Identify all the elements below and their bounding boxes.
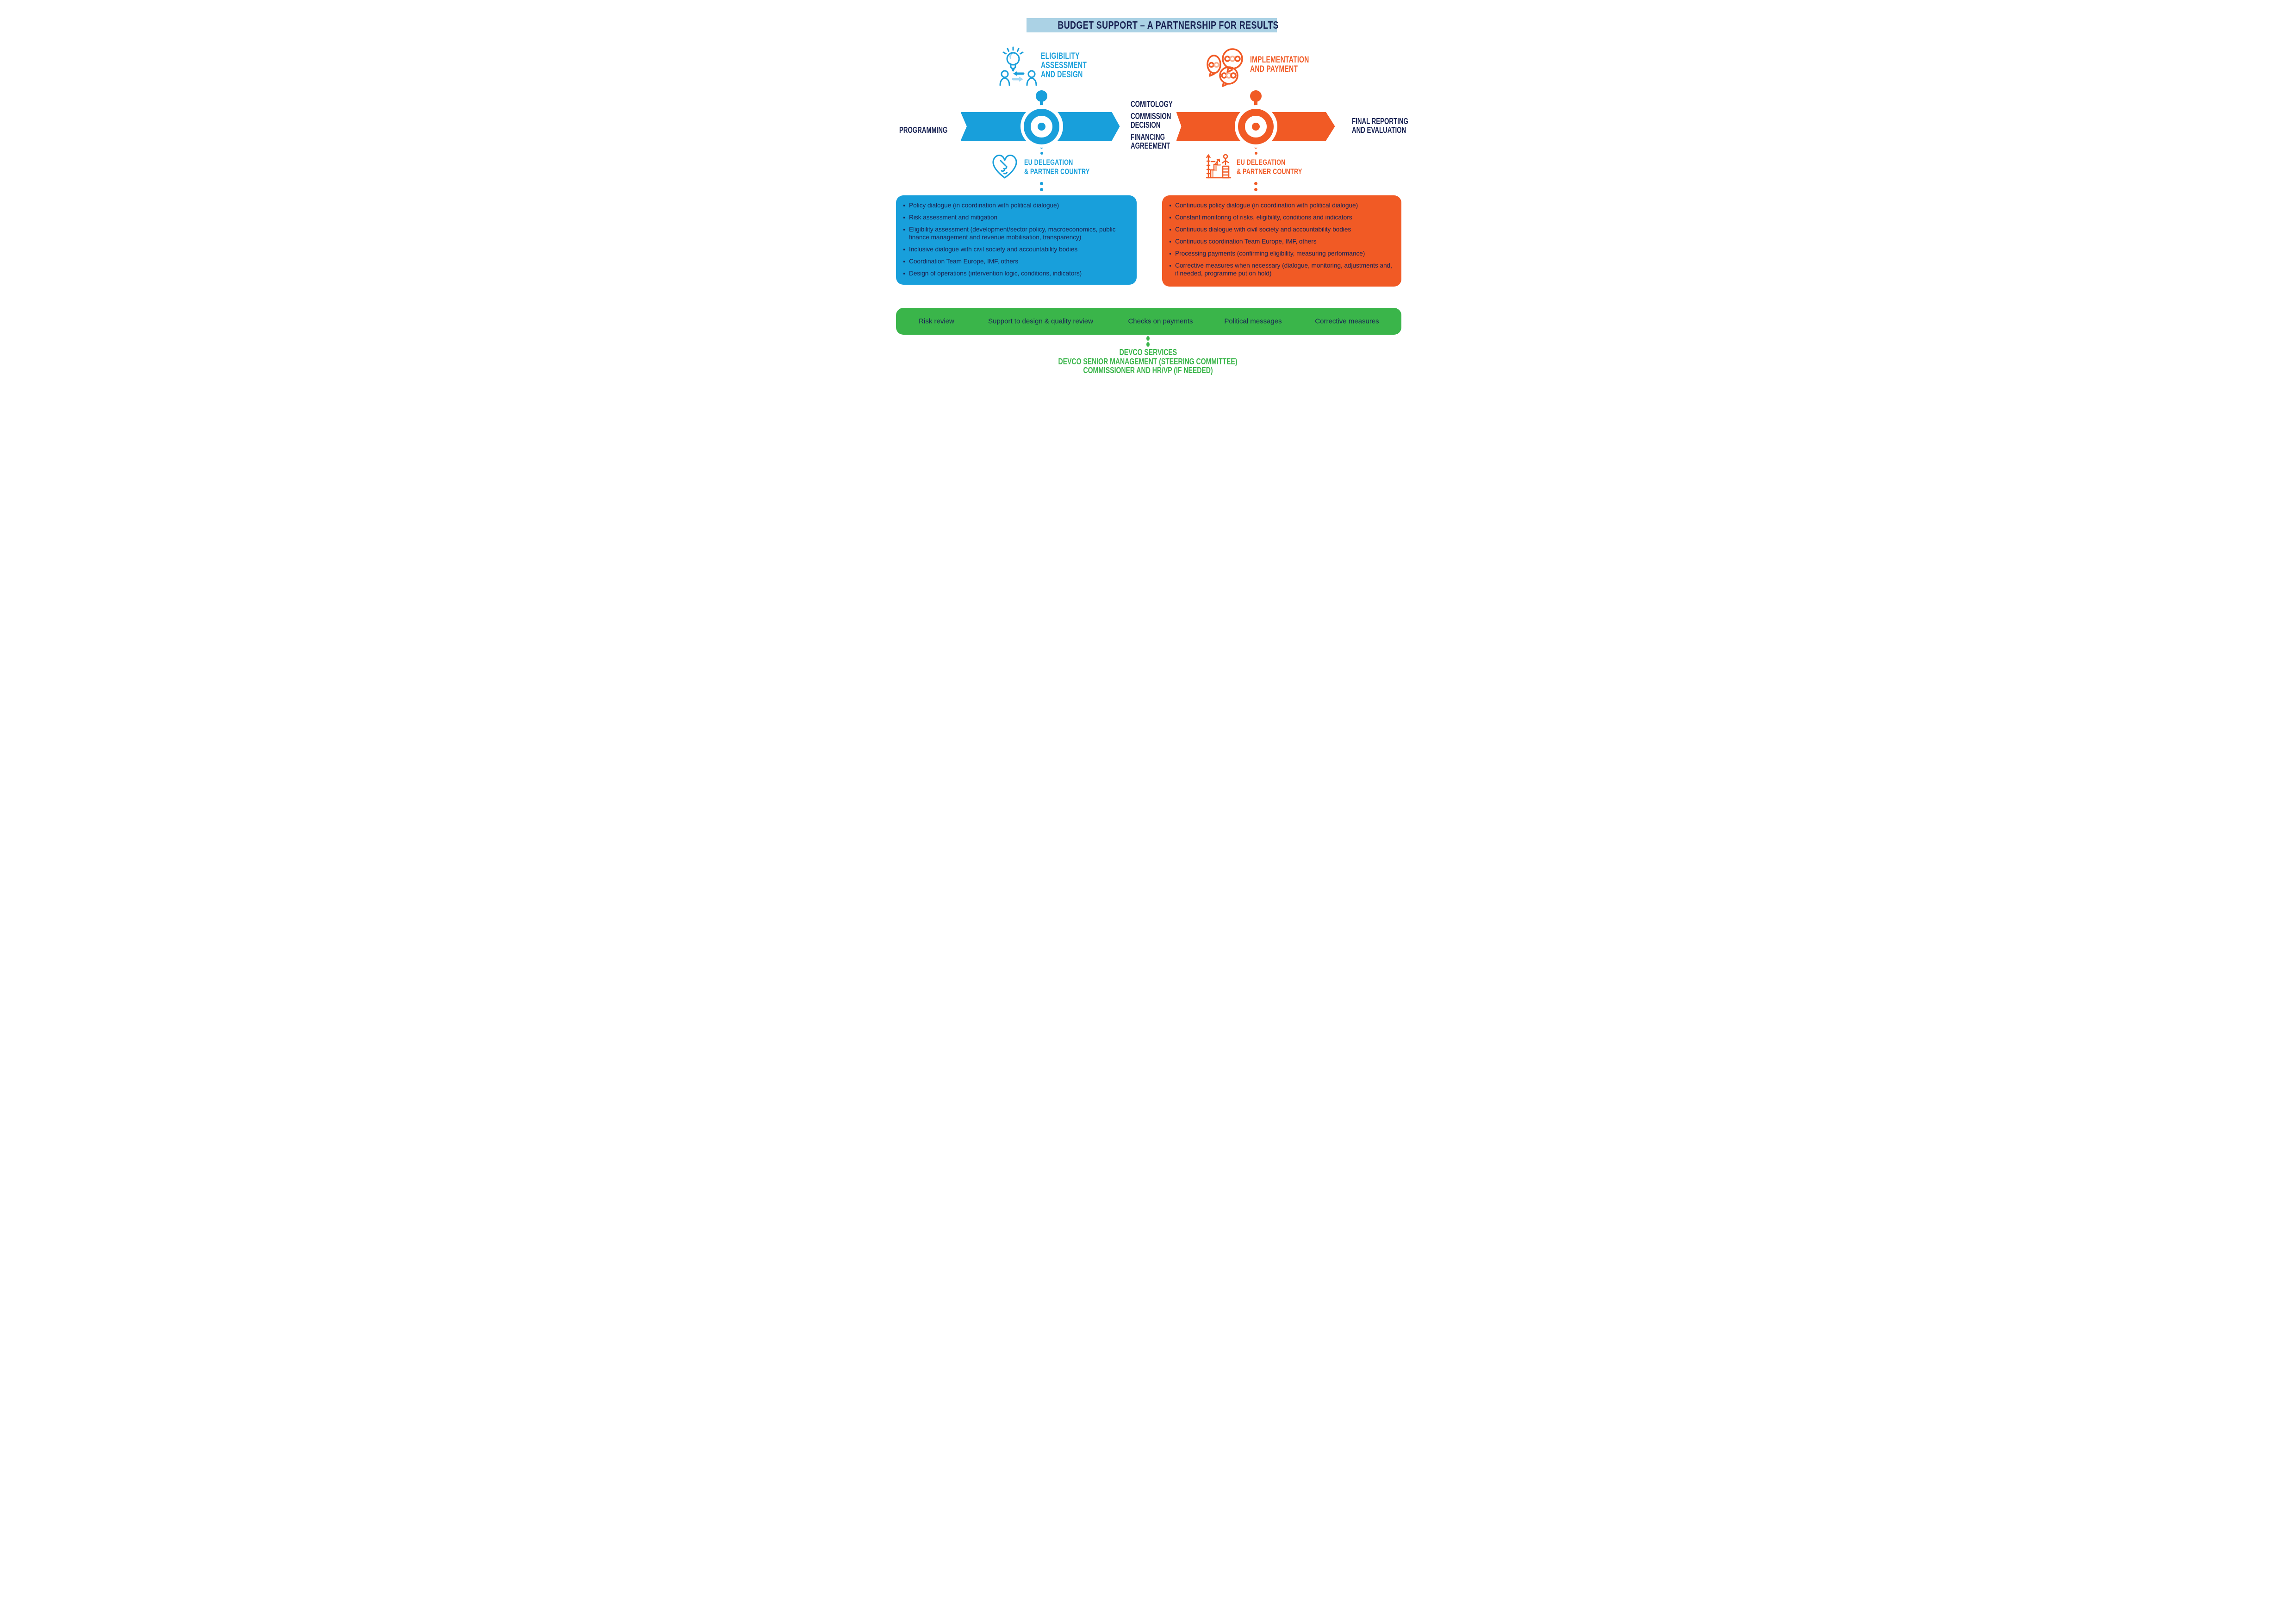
connector-dot <box>1040 188 1043 191</box>
connector-dot <box>1254 182 1257 185</box>
bullet-item: Continuous policy dialogue (in coordinat… <box>1168 201 1395 209</box>
phase1-actor-label: EU DELEGATION & PARTNER COUNTRY <box>1024 158 1089 176</box>
marker-center-dot <box>1038 123 1045 131</box>
speech-bubbles-icon <box>1206 48 1243 87</box>
bullet-item: Risk assessment and mitigation <box>902 213 1130 221</box>
bullet-dot <box>903 205 905 206</box>
phase1-heading-line3: AND DESIGN <box>1040 70 1083 80</box>
growth-chart-icon <box>1206 154 1231 179</box>
bullet-text: Continuous coordination Team Europe, IMF… <box>1175 238 1317 245</box>
bullet-dot <box>903 249 905 250</box>
connector-dot <box>1254 152 1257 155</box>
oversight-item-corrective-measures: Corrective measures <box>1315 317 1379 325</box>
title-banner: BUDGET SUPPORT – A PARTNERSHIP FOR RESUL… <box>1026 18 1279 32</box>
phase2-details-box: Continuous policy dialogue (in coordinat… <box>1162 195 1401 287</box>
bullet-dot <box>903 273 905 275</box>
bullet-dot <box>1169 253 1171 255</box>
bullet-item: Eligibility assessment (development/sect… <box>902 225 1130 241</box>
bullet-item: Policy dialogue (in coordination with po… <box>902 201 1130 209</box>
marker-head <box>1250 90 1262 102</box>
bullet-item: Continuous dialogue with civil society a… <box>1168 225 1395 233</box>
milestone-decision: DECISION <box>1130 120 1160 130</box>
oversight-bar: Risk review Support to design & quality … <box>896 308 1401 335</box>
phase1-heading: ELIGIBILITY ASSESSMENT AND DESIGN <box>1041 52 1103 80</box>
bullet-text: Constant monitoring of risks, eligibilit… <box>1175 214 1352 221</box>
phase2-heading-line1: IMPLEMENTATION <box>1250 55 1309 65</box>
bullet-text: Coordination Team Europe, IMF, others <box>909 258 1019 265</box>
footer-line2: DEVCO SENIOR MANAGEMENT (STEERING COMMIT… <box>1058 356 1238 366</box>
bullet-text: Continuous dialogue with civil society a… <box>1175 226 1351 233</box>
phase1-heading-line1: ELIGIBILITY <box>1040 51 1080 61</box>
connector-dot <box>1040 152 1043 155</box>
oversight-item-support-design: Support to design & quality review <box>988 317 1093 325</box>
phase1-target-marker <box>1020 90 1063 153</box>
bullet-text: Eligibility assessment (development/sect… <box>909 226 1116 241</box>
phase2-actor-label: EU DELEGATION & PARTNER COUNTRY <box>1236 158 1302 176</box>
footer-line1: DEVCO SERVICES <box>1119 348 1177 357</box>
milestone-comitology: COMITOLOGY <box>1130 100 1173 109</box>
bullet-text: Processing payments (confirming eligibil… <box>1175 250 1365 257</box>
bullet-item: Constant monitoring of risks, eligibilit… <box>1168 213 1395 221</box>
lightbulb-people-icon <box>999 46 1037 86</box>
page-title: BUDGET SUPPORT – A PARTNERSHIP FOR RESUL… <box>1057 19 1279 31</box>
bullet-text: Corrective measures when necessary (dial… <box>1175 262 1392 277</box>
final-reporting-label: FINAL REPORTING AND EVALUATION <box>1351 117 1408 135</box>
bullet-item: Design of operations (intervention logic… <box>902 269 1130 277</box>
milestones-label: COMITOLOGY COMMISSION DECISION FINANCING… <box>1131 100 1188 154</box>
bullet-dot <box>903 261 905 262</box>
bullet-text: Inclusive dialogue with civil society an… <box>909 246 1078 253</box>
bullet-dot <box>1169 265 1171 267</box>
marker-center-dot <box>1252 123 1260 131</box>
phase2-target-marker <box>1234 90 1277 153</box>
phase1-heading-line2: ASSESSMENT <box>1040 61 1087 70</box>
bullet-text: Policy dialogue (in coordination with po… <box>909 202 1059 209</box>
oversight-footer: DEVCO SERVICES DEVCO SENIOR MANAGEMENT (… <box>861 348 1435 375</box>
connector-dot <box>1254 188 1257 191</box>
phase2-heading-line2: AND PAYMENT <box>1250 64 1298 74</box>
bullet-item: Coordination Team Europe, IMF, others <box>902 257 1130 265</box>
bulb-glow-shape <box>1009 52 1014 60</box>
budget-support-infographic: BUDGET SUPPORT – A PARTNERSHIP FOR RESUL… <box>861 0 1435 406</box>
oversight-item-checks-payments: Checks on payments <box>1128 317 1193 325</box>
bullet-item: Corrective measures when necessary (dial… <box>1168 262 1395 277</box>
bullet-dot <box>1169 205 1171 206</box>
bullet-text: Design of operations (intervention logic… <box>909 270 1082 277</box>
bullet-text: Risk assessment and mitigation <box>909 214 998 221</box>
milestone-commission: COMMISSION <box>1130 112 1171 121</box>
bullet-item: Continuous coordination Team Europe, IMF… <box>1168 237 1395 245</box>
bullet-item: Inclusive dialogue with civil society an… <box>902 245 1130 253</box>
handshake-icon <box>992 155 1017 179</box>
marker-stem <box>1040 100 1043 109</box>
footer-line3: COMMISSIONER AND HR/VP (IF NEEDED) <box>1083 366 1213 375</box>
milestone-financing: FINANCING <box>1130 132 1165 142</box>
connector-dot <box>1146 336 1150 341</box>
bullet-dot <box>903 217 905 219</box>
marker-head <box>1036 90 1047 102</box>
oversight-item-political-messages: Political messages <box>1224 317 1282 325</box>
phase1-details-box: Policy dialogue (in coordination with po… <box>896 195 1137 285</box>
bullet-dot <box>1169 217 1171 219</box>
marker-stem <box>1254 100 1257 109</box>
bullet-item: Processing payments (confirming eligibil… <box>1168 250 1395 257</box>
phase2-heading: IMPLEMENTATION AND PAYMENT <box>1250 56 1330 74</box>
bullet-dot <box>1169 229 1171 231</box>
connector-dot <box>1040 182 1043 185</box>
milestone-agreement: AGREEMENT <box>1130 141 1170 150</box>
bullet-text: Continuous policy dialogue (in coordinat… <box>1175 202 1358 209</box>
programming-label: PROGRAMMING <box>899 125 947 135</box>
bullet-dot <box>1169 241 1171 243</box>
bullet-dot <box>903 229 905 231</box>
oversight-item-risk-review: Risk review <box>919 317 954 325</box>
connector-dot <box>1146 342 1150 347</box>
